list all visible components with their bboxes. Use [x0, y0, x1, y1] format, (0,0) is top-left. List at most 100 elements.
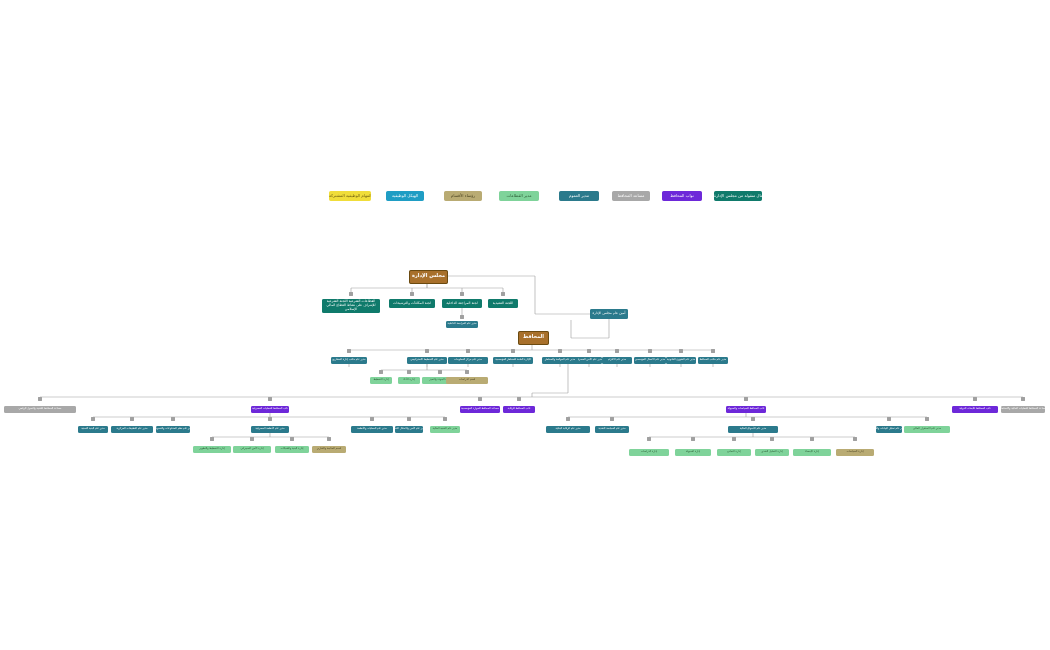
board-committee[interactable]: اللجنة التنفيذية	[488, 299, 518, 308]
node-connector	[268, 397, 272, 401]
node-connector	[691, 437, 695, 441]
governor-office[interactable]: مدير عام الحوكمة والمخاطر	[542, 357, 578, 364]
node-connector	[443, 417, 447, 421]
node-connector	[566, 417, 570, 421]
node-connector	[751, 417, 755, 421]
deputy-node[interactable]: نائب المحافظ للعمليات المصرفية	[251, 406, 289, 413]
node-connector	[327, 437, 331, 441]
node-connector	[810, 437, 814, 441]
node-connector	[679, 349, 683, 353]
node-connector	[425, 349, 429, 353]
ops-child[interactable]: مدير عام الأمن والامتثال التقني	[395, 426, 423, 433]
strategy-child[interactable]: إدارة الجودة والتميز	[422, 377, 458, 384]
governor-office[interactable]: الإدارة العامة للمخاطر المؤسسية	[493, 357, 533, 364]
node-connector	[711, 349, 715, 353]
node-connector	[558, 349, 562, 353]
legend-item: مدير القطاعات	[499, 191, 539, 201]
strategy-child[interactable]: قسم الدراسات	[446, 377, 488, 384]
policy-child[interactable]: مدير عام الرقابة البنكية	[546, 426, 590, 433]
audit-child-node[interactable]: مدير عام المراجعة الداخلية	[446, 321, 478, 328]
node-connector	[610, 417, 614, 421]
deputy-node[interactable]: مساعد المحافظ للتقنية والتحول الرقمي	[4, 406, 76, 413]
node-connector	[615, 349, 619, 353]
node-connector	[887, 417, 891, 421]
governor-office[interactable]: مدير عام مكتب إدارة المشاريع	[331, 357, 367, 364]
node-connector	[379, 370, 383, 374]
policy-child[interactable]: مدير عام السياسة النقدية	[595, 426, 629, 433]
node-connector	[410, 292, 414, 296]
governor-office[interactable]: مدير عام مكتب المحافظ	[698, 357, 728, 364]
legend-item: مدير العموم	[559, 191, 599, 201]
ops-child[interactable]: مدير عام الأنظمة المصرفية	[251, 426, 289, 433]
node-connector	[517, 397, 521, 401]
node-connector	[171, 417, 175, 421]
legend-item: أعمال منقولة من مجلس الإدارة	[714, 191, 762, 201]
legend-item: نواب المحافظ	[662, 191, 702, 201]
governor-office[interactable]: مدير عام الاتصال المؤسسي	[634, 357, 666, 364]
policy-child[interactable]: مدير عام الأسواق المالية	[728, 426, 778, 433]
policy-child[interactable]: مدير عام تحليل البيانات والتنبؤ	[876, 426, 902, 433]
ops-child[interactable]: مدير عام التطبيقات المركزية	[111, 426, 153, 433]
board-node[interactable]: مجلس الإدارة	[409, 270, 448, 284]
ops-sub[interactable]: قسم المتابعة والتقارير	[312, 446, 346, 453]
ops-child[interactable]: مدير عام التقنية المالية	[430, 426, 460, 433]
node-connector	[407, 370, 411, 374]
node-connector	[478, 397, 482, 401]
ops-child[interactable]: مدير عام البنية التحتية	[78, 426, 108, 433]
node-connector	[466, 349, 470, 353]
node-connector	[407, 417, 411, 421]
policy-sub[interactable]: إدارة النماذج	[717, 449, 751, 456]
ops-sub[interactable]: إدارة الأمن السيبراني	[233, 446, 271, 453]
ops-child[interactable]: مدير عام نظم المدفوعات والتسويات	[156, 426, 190, 433]
node-connector	[91, 417, 95, 421]
node-connector	[349, 292, 353, 296]
legend-item: المهام الوظيفية المشتركة	[329, 191, 371, 201]
node-connector	[347, 349, 351, 353]
policy-sub[interactable]: إدارة الدراسات	[629, 449, 669, 456]
governor-office[interactable]: مدير عام الالتزام	[602, 357, 632, 364]
ops-sub[interactable]: إدارة التخطيط والتطوير	[193, 446, 231, 453]
legend-item: رؤساء الأقسام	[444, 191, 482, 201]
board-committee[interactable]: لجنة المكافآت والترشيحات	[389, 299, 435, 308]
strategy-child[interactable]: إدارة التخطيط	[370, 377, 392, 384]
deputy-node[interactable]: نائب المحافظ للسياسات والسيولة	[726, 406, 766, 413]
deputy-node[interactable]: نائب المحافظ للأبحاث الدولية	[952, 406, 998, 413]
governor-office[interactable]: مدير عام الشؤون القانونية	[666, 357, 696, 364]
deputy-node[interactable]: مساعد المحافظ للعمليات المالية والاستثما…	[1001, 406, 1045, 413]
node-connector	[210, 437, 214, 441]
policy-sub[interactable]: إدارة السياسات	[836, 449, 874, 456]
deputy-node[interactable]: مساعد المحافظ للموارد المؤسسية	[460, 406, 500, 413]
node-connector	[973, 397, 977, 401]
legend-item: مساعد المحافظ	[612, 191, 650, 201]
policy-sub[interactable]: إدارة السيولة	[675, 449, 711, 456]
governor-office[interactable]: مدير عام الأمن المصرفي	[576, 357, 602, 364]
node-connector	[38, 397, 42, 401]
node-connector	[744, 397, 748, 401]
governor-office[interactable]: مدير عام التخطيط الاستراتيجي	[407, 357, 447, 364]
policy-sub[interactable]: إدارة التحليل النقدي	[755, 449, 789, 456]
strategy-child[interactable]: إدارة الأداء	[398, 377, 420, 384]
ops-child[interactable]: مدير عام العمليات والأنظمة	[351, 426, 393, 433]
node-connector	[370, 417, 374, 421]
node-connector	[290, 437, 294, 441]
node-connector	[925, 417, 929, 421]
node-connector	[511, 349, 515, 353]
node-connector	[460, 292, 464, 296]
node-connector	[647, 437, 651, 441]
governor-node[interactable]: المحافظ	[518, 331, 549, 345]
node-connector	[648, 349, 652, 353]
node-connector	[770, 437, 774, 441]
board-committee[interactable]: لجنة المراجعة الداخلية	[442, 299, 482, 308]
governor-office[interactable]: مدير عام مركز المعلومات	[448, 357, 488, 364]
node-connector	[250, 437, 254, 441]
node-connector	[732, 437, 736, 441]
board-secretary-node[interactable]: أمين عام مجلس الإدارة	[590, 309, 628, 319]
ops-sub[interactable]: إدارة البنية والشبكات	[275, 446, 309, 453]
deputy-node[interactable]: نائب المحافظ للرقابة	[503, 406, 535, 413]
node-connector	[1021, 397, 1025, 401]
node-connector	[587, 349, 591, 353]
board-committee[interactable]: القطاعات الشرعية اللجنة الشرعية للإشراف …	[322, 299, 380, 313]
policy-sub[interactable]: إدارة الإحصاء	[793, 449, 831, 456]
policy-child[interactable]: مدير عام الاستقرار المالي	[904, 426, 950, 433]
